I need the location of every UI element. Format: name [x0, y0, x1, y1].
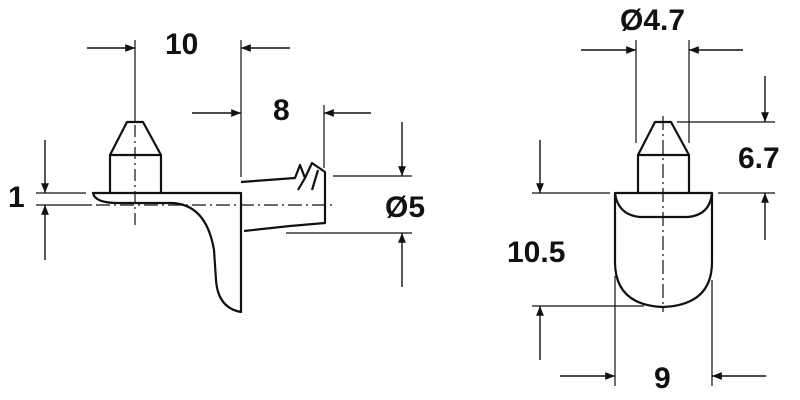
front-dimension-arrows	[536, 46, 769, 380]
side-view	[91, 120, 327, 314]
side-dimension-arrows	[41, 44, 406, 287]
side-centerlines	[36, 40, 412, 234]
front-body-outline	[613, 191, 714, 309]
dim-label-body-height: 10.5	[507, 236, 566, 269]
side-pin-outline	[240, 161, 327, 233]
dim-label-plate-thickness: 1	[8, 181, 25, 214]
dim-label-peg-height: 6.7	[738, 142, 780, 175]
dim-label-overall-length: 10	[165, 28, 199, 61]
dim-label-pin-diameter: Ø5	[385, 191, 426, 224]
side-bracket-outline	[91, 191, 243, 314]
dim-label-body-width: 9	[654, 362, 671, 395]
dim-label-pin-length: 8	[273, 94, 290, 127]
front-centerlines	[532, 40, 775, 386]
dim-label-peg-diameter: Ø4.7	[620, 4, 686, 37]
